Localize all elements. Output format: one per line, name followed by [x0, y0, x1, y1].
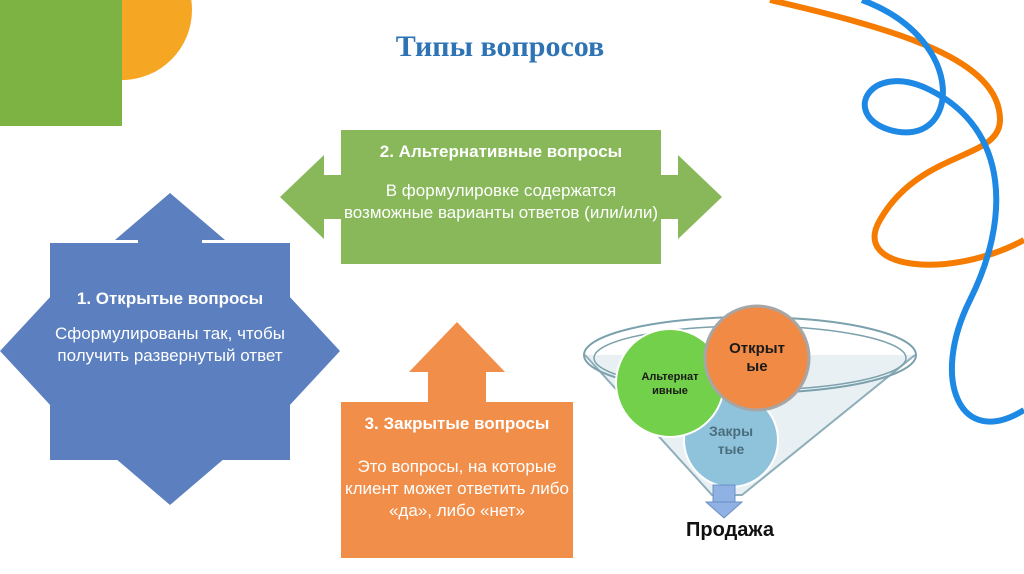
funnel-closed-label-line2: тые	[717, 441, 745, 457]
alternative-questions-header: 2. Альтернативные вопросы	[379, 142, 623, 161]
alternative-arrow-right	[678, 155, 722, 239]
closed-questions-text: Это вопросы, на которые клиент может отв…	[345, 457, 569, 520]
blue-decor-curve	[860, 0, 1024, 425]
alternative-questions-box: 2. Альтернативные вопросы В формулировке…	[341, 130, 661, 264]
closed-arrow-up-stem	[428, 370, 486, 404]
funnel-closed-label-line1: Закры	[708, 423, 754, 439]
open-questions-header: 1. Открытые вопросы	[76, 289, 264, 308]
funnel-open-label-line2: ые	[746, 358, 768, 375]
open-arrow-up	[115, 193, 225, 240]
page-title: Типы вопросов	[395, 30, 605, 63]
open-arrow-up-stem	[138, 238, 202, 246]
alternative-arrow-left	[280, 155, 324, 239]
alternative-questions-text: В формулировке содержатся возможные вари…	[343, 181, 659, 222]
funnel-alternative-label-line1: Альтернат	[641, 371, 699, 383]
funnel-open-label: Открыт ые	[712, 340, 802, 376]
closed-arrow-up	[409, 322, 505, 372]
alternative-arrow-left-stem	[322, 175, 344, 219]
closed-questions-header: 3. Закрытые вопросы	[364, 414, 550, 433]
open-arrow-down	[115, 458, 225, 505]
funnel-result-label: Продажа	[686, 519, 774, 541]
funnel-output-arrow-head	[704, 501, 744, 519]
open-questions-box: 1. Открытые вопросы Сформулированы так, …	[50, 243, 290, 460]
green-decor-rect	[0, 0, 122, 126]
open-arrow-left	[0, 295, 52, 407]
funnel-open-circle	[703, 304, 811, 412]
alternative-arrow-right-stem	[658, 175, 680, 219]
closed-questions-box: 3. Закрытые вопросы Это вопросы, на кото…	[341, 402, 573, 558]
funnel-open-label-line1: Открыт	[729, 340, 785, 357]
funnel-output-arrow-stem	[712, 484, 736, 504]
open-arrow-right	[288, 295, 340, 407]
open-questions-text: Сформулированы так, чтобы получить разве…	[55, 324, 285, 365]
funnel-alternative-label: Альтернат ивные	[625, 370, 715, 398]
funnel-closed-label: Закры тые	[686, 422, 776, 458]
funnel-alternative-label-line2: ивные	[652, 385, 688, 397]
